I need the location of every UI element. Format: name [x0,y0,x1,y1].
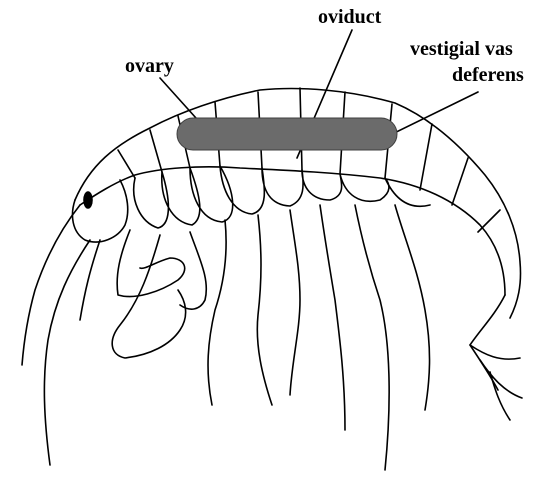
label-oviduct: oviduct [318,6,381,28]
leg-3 [290,210,300,395]
label-ovary: ovary [125,55,174,77]
leg-1 [208,220,226,405]
urosome [470,295,505,390]
leg-5 [355,205,389,470]
label-vestigial-vas-line1: vestigial vas [410,38,513,60]
leg-2 [257,215,272,405]
antenna-1 [22,205,80,365]
leg-6 [395,205,430,410]
ovary-region [177,118,397,150]
label-vestigial-vas-line2: deferens [452,64,524,86]
eye-icon [84,192,92,208]
antenna-2 [44,240,90,465]
leg-4 [320,205,345,430]
